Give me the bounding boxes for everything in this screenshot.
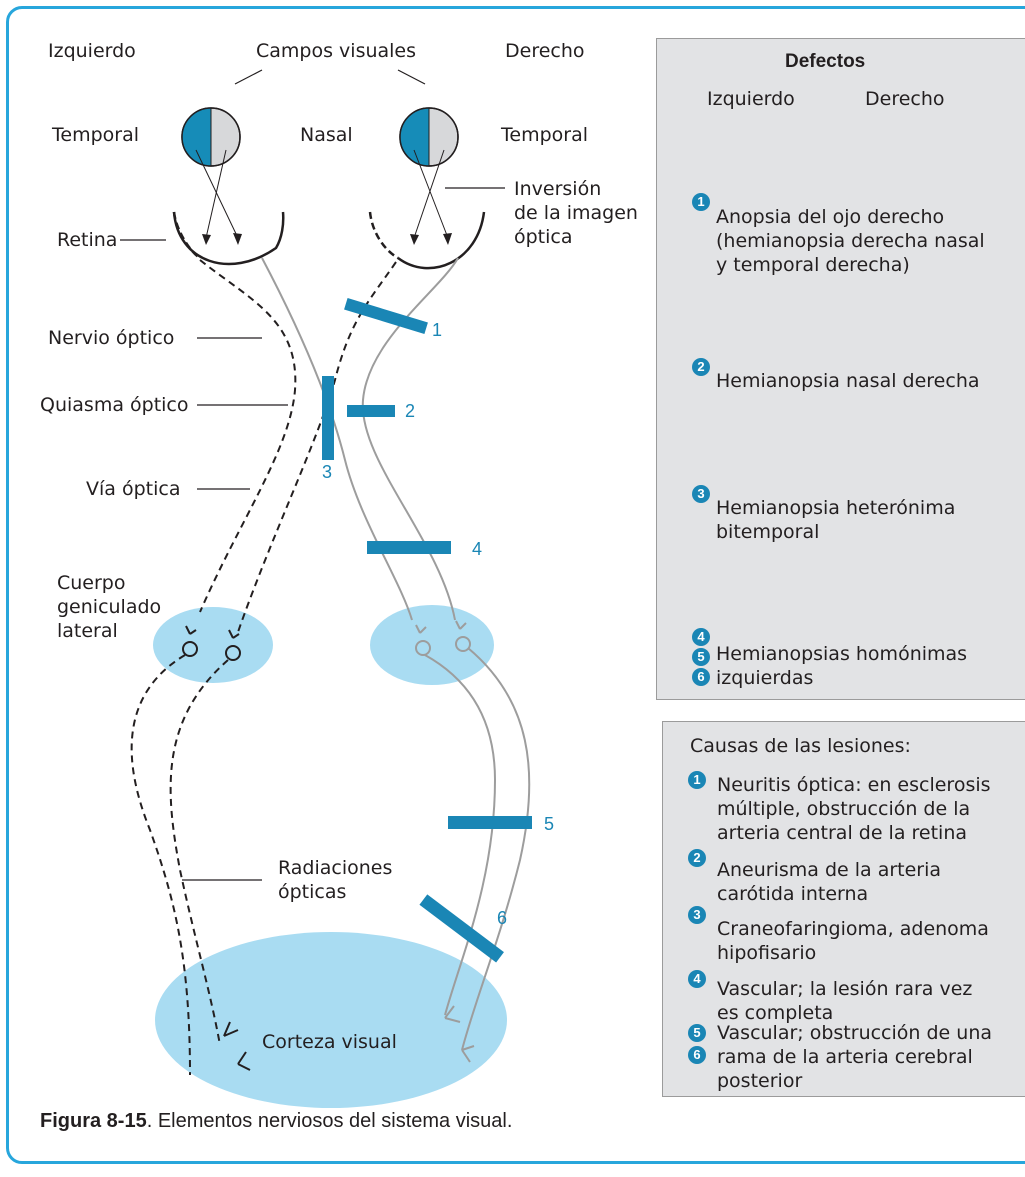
label-inversion-1: Inversión [514, 178, 602, 200]
label-lateral: lateral [57, 620, 118, 642]
lesion-number-6: 6 [497, 908, 508, 928]
label-corteza-visual: Corteza visual [262, 1031, 397, 1053]
cause-5-line-1: Vascular; obstrucción de una [717, 1022, 993, 1044]
label-temporal-left: Temporal [52, 124, 139, 146]
cause-1-line-2: múltiple, obstrucción de la [717, 798, 971, 820]
label-opticas: ópticas [278, 881, 347, 903]
label-cuerpo: Cuerpo [57, 572, 126, 594]
defect-badge-2: 2 [692, 358, 710, 376]
defect-4-line-1: Hemianopsias homónimas [716, 643, 968, 665]
left-optic-pathway [130, 259, 397, 1076]
defect-badge-1: 1 [692, 193, 710, 211]
causes-panel [662, 721, 1025, 1097]
lesion-number-5: 5 [544, 814, 555, 834]
label-via-optica: Vía óptica [86, 478, 181, 500]
lesion-number-3: 3 [322, 462, 333, 482]
caption-text: . Elementos nerviosos del sistema visual… [146, 1110, 513, 1132]
retina-right [397, 211, 486, 270]
defect-1-line-2: (hemianopsia derecha nasal [716, 230, 985, 252]
cause-4-line-1: Vascular; la lesión rara vez [717, 978, 973, 1000]
defect-2-line-1: Hemianopsia nasal derecha [716, 370, 980, 392]
figure-caption: Figura 8-15. Elementos nerviosos del sis… [40, 1110, 512, 1133]
defect-badge-3: 3 [692, 485, 710, 503]
lgn-left [153, 607, 273, 683]
defect-3-line-1: Hemianopsia heterónima [716, 497, 956, 519]
cause-badge-1: 1 [688, 771, 706, 789]
figure-frame [6, 6, 1025, 1164]
cause-badge-2: 2 [688, 849, 706, 867]
visual-field-right [399, 107, 459, 167]
label-temporal-right: Temporal [501, 124, 588, 146]
defects-col-left: Izquierdo [707, 88, 795, 110]
defects-title: Defectos [785, 51, 866, 72]
lesion-bar-3 [322, 376, 334, 460]
caption-figure-number: Figura 8-15 [40, 1110, 147, 1132]
defects-col-right: Derecho [865, 88, 945, 110]
cause-2-line-2: carótida interna [717, 883, 869, 905]
lesion-bar-6 [419, 894, 504, 963]
label-izquierdo: Izquierdo [48, 40, 136, 62]
defect-3-line-2: bitemporal [716, 521, 820, 543]
defect-4-line-2: izquierdas [716, 667, 814, 689]
lgn-right [370, 605, 494, 685]
label-quiasma-optico: Quiasma óptico [40, 394, 189, 416]
label-retina: Retina [57, 229, 118, 251]
visual-cortex [155, 932, 507, 1108]
cause-3-line-1: Craneofaringioma, adenoma [717, 918, 989, 940]
defect-1-line-3: y temporal derecha) [716, 254, 910, 276]
lesion-bar-1 [344, 297, 428, 335]
cause-badge-6: 6 [688, 1046, 706, 1064]
label-inversion-3: óptica [514, 226, 573, 248]
cause-2-line-1: Aneurisma de la arteria [717, 859, 942, 881]
cause-1-line-3: arteria central de la retina [717, 822, 968, 844]
lesion-bar-5 [448, 816, 532, 829]
lesion-bar-2 [347, 405, 395, 417]
label-nervio-optico: Nervio óptico [48, 327, 175, 349]
defect-badge-5: 5 [692, 648, 710, 666]
cause-5-line-3: posterior [717, 1070, 803, 1092]
cause-1-line-1: Neuritis óptica: en esclerosis [717, 774, 991, 796]
defect-1-line-1: Anopsia del ojo derecho [716, 206, 945, 228]
image-inversion-arrows [195, 149, 449, 239]
causes-title: Causas de las lesiones: [690, 735, 911, 757]
retina-left [172, 211, 285, 266]
defects-panel [656, 38, 1025, 700]
cause-3-line-2: hipofisario [717, 942, 817, 964]
label-radiaciones: Radiaciones [278, 857, 393, 879]
lesion-bars [322, 297, 532, 963]
cause-badge-3: 3 [688, 906, 706, 924]
lesion-number-2: 2 [405, 401, 416, 421]
cause-badge-4: 4 [688, 970, 706, 988]
defect-badge-4: 4 [692, 628, 710, 646]
lesion-bar-4 [367, 541, 451, 554]
cause-badge-5: 5 [688, 1024, 706, 1042]
label-campos-visuales: Campos visuales [256, 40, 417, 62]
label-inversion-2: de la imagen [514, 202, 638, 224]
defect-badge-6: 6 [692, 668, 710, 686]
cause-5-line-2: rama de la arteria cerebral [717, 1046, 973, 1068]
label-geniculado: geniculado [57, 596, 162, 618]
lesion-number-1: 1 [432, 320, 443, 340]
cause-4-line-2: es completa [717, 1002, 834, 1024]
label-derecho: Derecho [505, 40, 585, 62]
lesion-number-4: 4 [472, 539, 483, 559]
label-nasal: Nasal [300, 124, 353, 146]
visual-field-left [181, 107, 241, 167]
left-synapses [182, 625, 251, 1071]
